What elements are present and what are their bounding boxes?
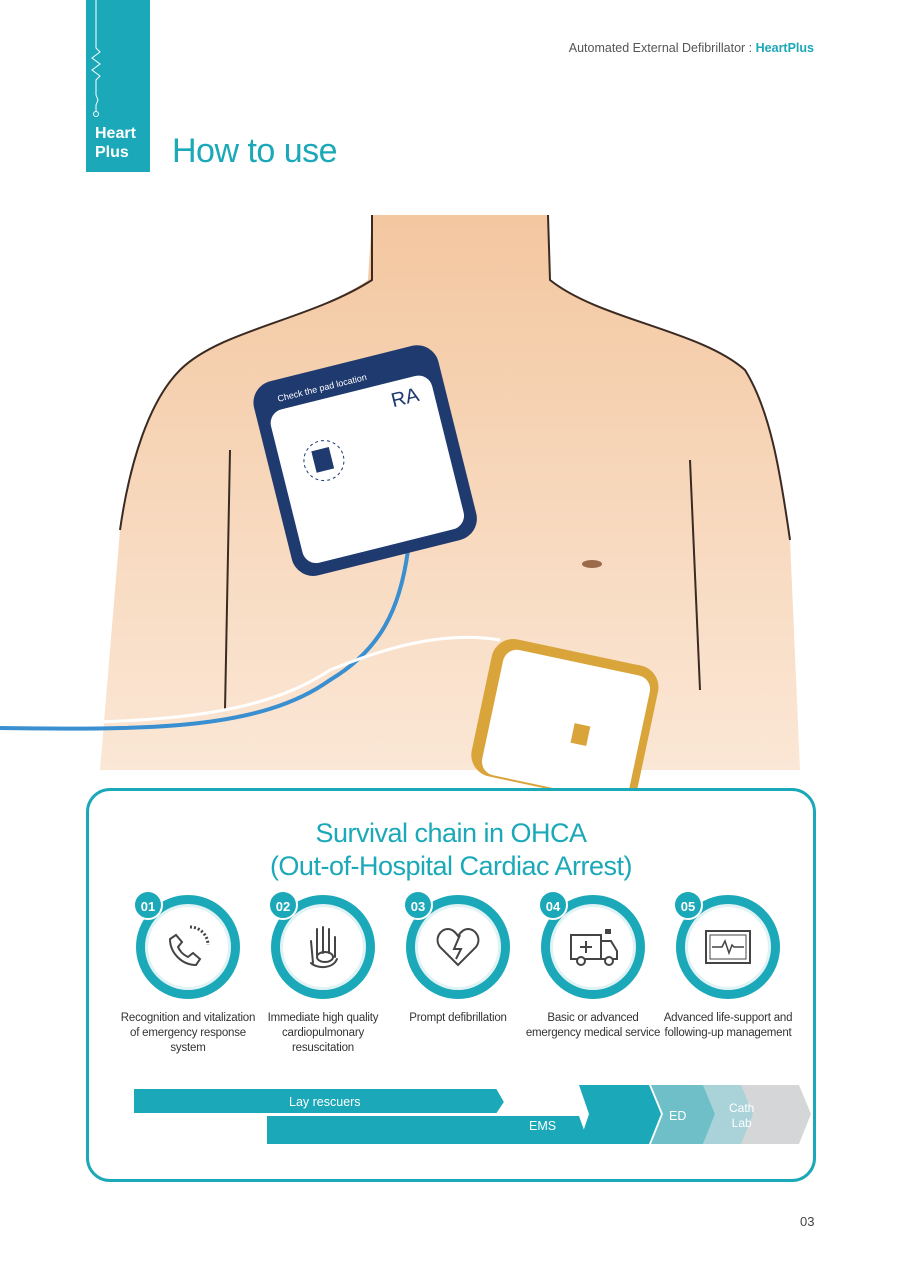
- step-label: Basic or advanced emergency medical serv…: [525, 1012, 661, 1039]
- monitor-ecg-icon: [705, 930, 751, 964]
- chain-step-03: 03 Prompt defibrillation: [388, 890, 528, 1026]
- step-label: Prompt defibrillation: [409, 1012, 507, 1024]
- ems-bar-base: [267, 1116, 589, 1144]
- lay-rescuers-bar: [132, 1087, 507, 1115]
- survival-chain-panel: Survival chain in OHCA(Out-of-Hospital C…: [86, 788, 816, 1182]
- header-subtitle: Automated External Defibrillator : Heart…: [568, 41, 814, 55]
- chest-illustration: Check the pad location RA: [0, 214, 800, 790]
- lay-rescuers-label: Lay rescuers: [289, 1095, 361, 1109]
- ems-label: EMS: [529, 1119, 557, 1133]
- step-badge: 04: [538, 890, 568, 920]
- logo-line1: Heart: [95, 125, 136, 142]
- heart-bolt-icon: [436, 927, 480, 967]
- ems-bar: [579, 1085, 661, 1144]
- page-title: How to use: [172, 132, 338, 170]
- chain-step-04: 04 Basic or advanced emergency medical s…: [523, 890, 663, 1041]
- brand-name: HeartPlus: [755, 41, 814, 55]
- chain-title: Survival chain in OHCA(Out-of-Hospital C…: [269, 818, 633, 881]
- logo-line2: Plus: [95, 144, 129, 161]
- chain-step-05: 05 Advanced life-support and following-u…: [658, 890, 798, 1041]
- step-badge: 01: [133, 890, 163, 920]
- step-label: Advanced life-support and following-up m…: [663, 1012, 793, 1039]
- ambulance-icon: [570, 929, 618, 966]
- step-badge: 03: [403, 890, 433, 920]
- chain-step-01: 01 Recognition and vitalization of emerg…: [118, 890, 258, 1056]
- page-number: 03: [800, 1214, 815, 1229]
- step-badge: 02: [268, 890, 298, 920]
- step-badge: 05: [673, 890, 703, 920]
- ems-extended-bar: [651, 1085, 721, 1144]
- chain-step-02: 02 Immediate high quality cardiopulmonar…: [253, 890, 393, 1056]
- step-label: Recognition and vitalization of emergenc…: [120, 1012, 256, 1054]
- cath-lab-bar: [741, 1085, 811, 1144]
- ecg-line-icon: [91, 0, 101, 117]
- ed-label: ED: [669, 1109, 687, 1123]
- hands-cpr-icon: [310, 926, 338, 969]
- step-label: Immediate high quality cardiopulmonary r…: [267, 1012, 379, 1054]
- phone-icon: [168, 925, 210, 967]
